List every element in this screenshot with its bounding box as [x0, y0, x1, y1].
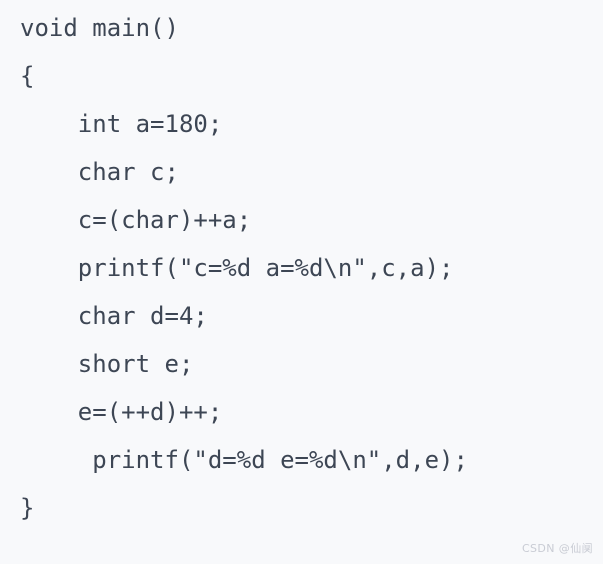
code-line: } — [20, 494, 35, 522]
code-line: void main() — [20, 14, 179, 42]
code-line: char c; — [20, 158, 179, 186]
code-line: int a=180; — [20, 110, 223, 138]
code-line: printf("d=%d e=%d\n",d,e); — [20, 446, 468, 474]
csdn-watermark: CSDN @仙阒 — [521, 542, 593, 555]
code-line: c=(char)++a; — [20, 206, 252, 234]
code-line: { — [20, 62, 35, 90]
code-line: char d=4; — [20, 302, 208, 330]
code-listing: void main() { int a=180; char c; c=(char… — [0, 4, 603, 532]
code-line: printf("c=%d a=%d\n",c,a); — [20, 254, 454, 282]
code-line: short e; — [20, 350, 194, 378]
code-line: e=(++d)++; — [20, 398, 223, 426]
